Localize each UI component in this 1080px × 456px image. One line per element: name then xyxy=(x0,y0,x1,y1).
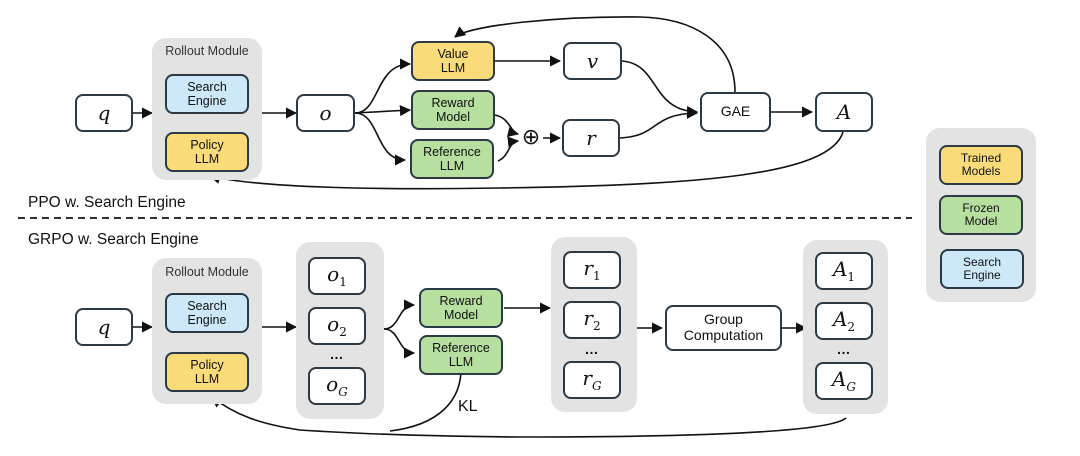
kl-label: KL xyxy=(458,398,478,415)
reward-G-label: rG xyxy=(582,365,602,393)
grpo-rollout-module-label: Rollout Module xyxy=(165,265,249,279)
ppo-search-engine: Search Engine xyxy=(165,74,249,114)
ppo-search-engine-label: Search Engine xyxy=(187,80,227,108)
legend-item-frozen-model: Frozen Model xyxy=(939,195,1023,235)
sum-operator-icon: ⊕ xyxy=(521,125,541,150)
grpo-section-title: GRPO w. Search Engine xyxy=(28,231,199,248)
reward-label: r xyxy=(586,125,596,150)
arrow-outputs-to-reference xyxy=(383,328,416,359)
arrow-AG-to-policy xyxy=(211,396,847,438)
grpo-query-label: q xyxy=(97,314,111,339)
legend-item-search-engine: Search Engine xyxy=(940,249,1024,289)
arrow-r-to-gae xyxy=(619,107,699,139)
grpo-policy-llm: Policy LLM xyxy=(165,352,249,392)
advantage-box: A xyxy=(815,92,873,132)
value-label: v xyxy=(586,48,599,73)
reward-2-label: r2 xyxy=(583,305,601,333)
kl-curve xyxy=(389,370,462,432)
reward-1-box: r1 xyxy=(563,251,621,289)
ppo-reward-model-box: Reward Model xyxy=(411,90,495,130)
ppo-query-label: q xyxy=(97,100,111,125)
arrow-A-to-policy xyxy=(208,131,844,190)
reward-box: r xyxy=(562,119,620,157)
grpo-policy-llm-label: Policy LLM xyxy=(190,358,224,386)
advantage-G-label: AG xyxy=(831,366,857,394)
grpo-search-engine: Search Engine xyxy=(165,293,249,333)
legend-frozen-model-label: Frozen Model xyxy=(962,200,1000,228)
arrow-o-to-value xyxy=(354,58,412,114)
grpo-reward-model-label: Reward Model xyxy=(439,294,483,322)
output-2-box: o2 xyxy=(308,307,366,345)
advantage-1-box: A1 xyxy=(815,252,873,290)
output-1-box: o1 xyxy=(308,257,366,295)
gae-box: GAE xyxy=(700,92,771,132)
grpo-reward-model-box: Reward Model xyxy=(419,288,503,328)
grpo-reference-llm-label: Reference LLM xyxy=(432,341,490,369)
advantage-1-label: A1 xyxy=(832,256,856,284)
group-computation-label: Group Computation xyxy=(683,311,764,343)
advantage-2-box: A2 xyxy=(815,302,873,340)
output-G-box: oG xyxy=(308,367,366,405)
group-computation-box: Group Computation xyxy=(665,305,782,351)
outputs-ellipsis: … xyxy=(329,346,345,362)
legend-search-engine-label: Search Engine xyxy=(962,254,1002,282)
advantage-2-label: A2 xyxy=(832,306,856,334)
ppo-output-box: o xyxy=(296,94,355,132)
reward-1-label: r1 xyxy=(583,255,601,283)
advantages-ellipsis: … xyxy=(836,341,852,357)
grpo-query-box: q xyxy=(75,308,133,346)
ppo-rollout-module-label: Rollout Module xyxy=(165,44,249,58)
ppo-reference-llm-label: Reference LLM xyxy=(423,145,481,173)
arrow-v-to-gae xyxy=(621,60,699,118)
gae-label: GAE xyxy=(720,103,751,120)
arrow-gae-to-value xyxy=(454,16,736,93)
ppo-query-box: q xyxy=(75,94,133,132)
output-1-label: o1 xyxy=(327,261,347,289)
ppo-reference-llm-box: Reference LLM xyxy=(410,139,494,179)
output-2-label: o2 xyxy=(327,311,347,339)
advantage-label: A xyxy=(836,99,852,124)
value-llm-box: Value LLM xyxy=(411,41,495,81)
reward-G-box: rG xyxy=(563,361,621,399)
value-box: v xyxy=(563,42,622,80)
arrow-o-to-reward xyxy=(354,104,412,117)
legend-trained-models-label: Trained Models xyxy=(960,150,1002,178)
ppo-policy-llm-label: Policy LLM xyxy=(190,138,224,166)
arrow-reference-to-sum xyxy=(497,136,520,162)
ppo-reward-model-label: Reward Model xyxy=(431,96,475,124)
arrow-reward-to-sum xyxy=(494,114,520,137)
ppo-output-label: o xyxy=(319,100,332,125)
advantage-G-box: AG xyxy=(815,362,873,400)
arrow-outputs-to-reward xyxy=(383,299,416,330)
value-llm-label: Value LLM xyxy=(437,47,469,75)
grpo-search-engine-label: Search Engine xyxy=(187,299,227,327)
rewards-ellipsis: … xyxy=(584,341,600,357)
ppo-section-title: PPO w. Search Engine xyxy=(28,194,186,211)
reward-2-box: r2 xyxy=(563,301,621,339)
ppo-policy-llm: Policy LLM xyxy=(165,132,249,172)
legend-item-trained-models: Trained Models xyxy=(939,145,1023,185)
grpo-reference-llm-box: Reference LLM xyxy=(419,335,503,375)
arrow-o-to-reference xyxy=(354,112,407,166)
output-G-label: oG xyxy=(326,371,348,399)
